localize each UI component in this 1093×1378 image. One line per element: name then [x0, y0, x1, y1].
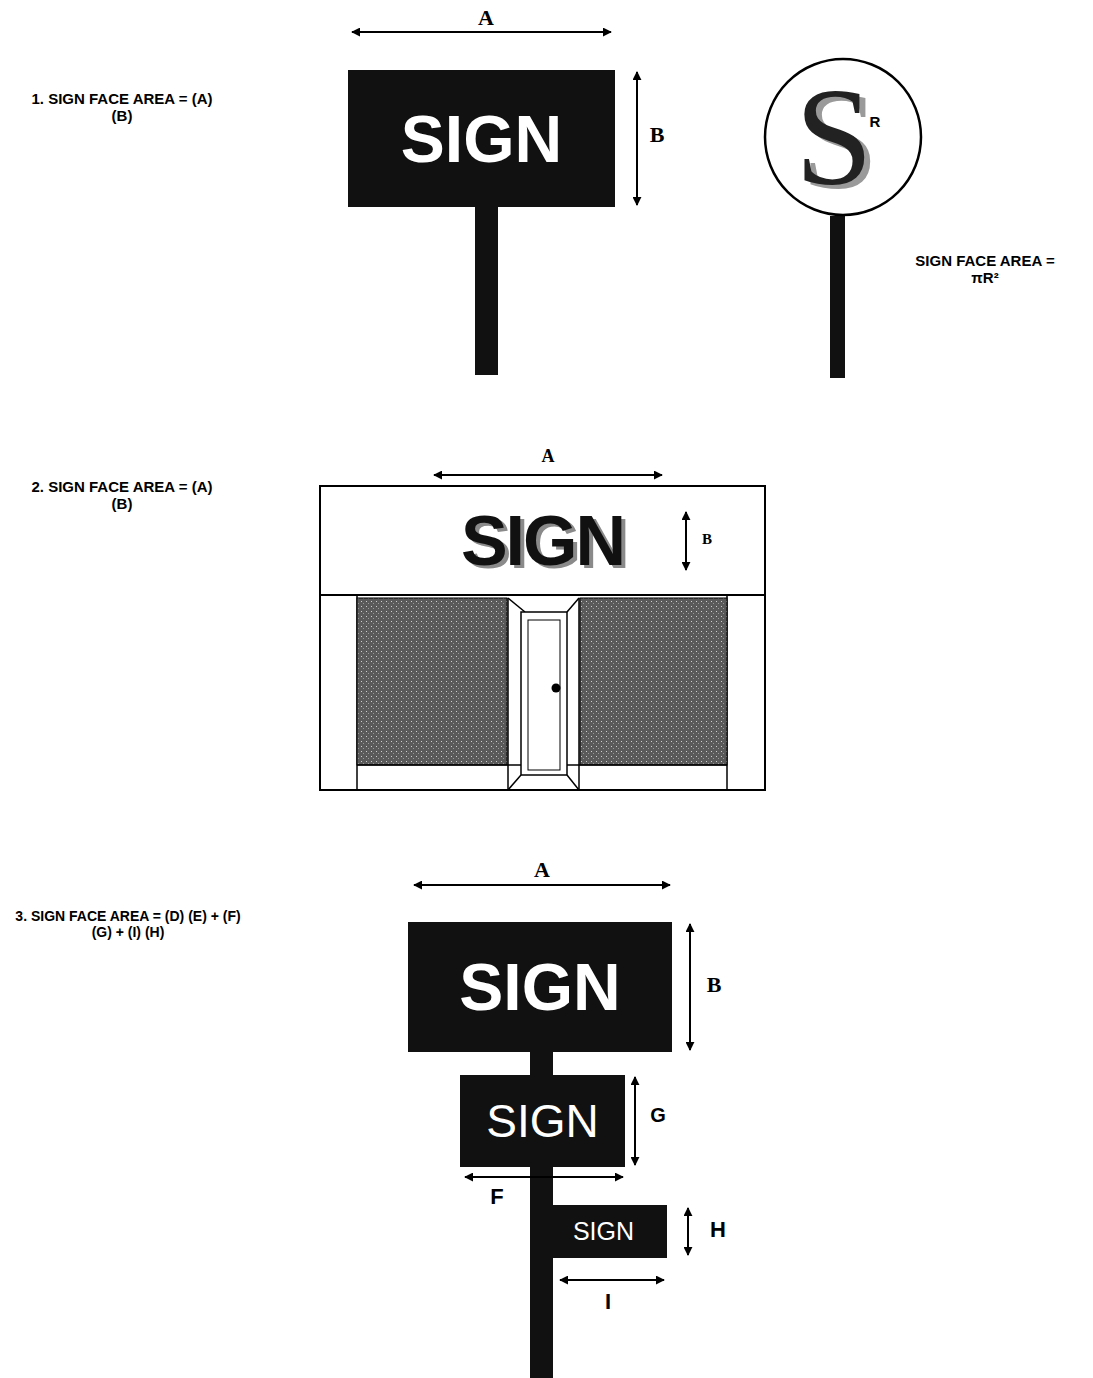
sign-text: SIGN — [461, 506, 624, 576]
sign-post — [830, 216, 845, 378]
dimension-letter: F — [485, 1184, 509, 1209]
wall-sign-band: SIGN — [320, 486, 765, 595]
sign-text: SIGN — [459, 954, 620, 1020]
sign-text: SIGN — [486, 1098, 598, 1144]
dimension-arrow — [352, 31, 611, 33]
dimension-arrow — [560, 1279, 664, 1281]
area-formula: 1. SIGN FACE AREA = (A) (B) — [22, 90, 222, 125]
sign-letter: S — [795, 67, 873, 207]
round-sign: S — [763, 57, 923, 217]
dimension-arrow — [685, 512, 687, 570]
dimension-letter: A — [536, 446, 560, 467]
sign-panel: SIGN — [540, 1205, 667, 1258]
area-formula: SIGN FACE AREA = πR² — [905, 252, 1065, 287]
sign-post — [475, 205, 498, 375]
dimension-letter: B — [702, 972, 726, 997]
dimension-arrow — [414, 884, 670, 886]
dimension-letter: A — [474, 5, 498, 30]
dimension-letter: A — [530, 857, 554, 882]
dimension-arrow — [687, 1208, 689, 1255]
dimension-arrow — [636, 72, 638, 205]
area-formula: 2. SIGN FACE AREA = (A) (B) — [22, 478, 222, 513]
dimension-arrow — [434, 474, 662, 476]
sign-panel: SIGN — [460, 1075, 625, 1167]
dimension-letter: B — [697, 531, 717, 548]
dimension-letter: I — [596, 1289, 620, 1314]
sign-panel: SIGN — [408, 922, 672, 1052]
dimension-letter: B — [645, 122, 669, 147]
dimension-arrow — [465, 1176, 623, 1178]
dimension-letter: R — [866, 113, 884, 130]
storefront — [320, 486, 765, 790]
dimension-letter: H — [706, 1217, 730, 1242]
dimension-arrow — [689, 924, 691, 1050]
sign-text: SIGN — [573, 1219, 634, 1244]
area-formula: 3. SIGN FACE AREA = (D) (E) + (F) (G) + … — [8, 908, 248, 940]
dimension-letter: G — [646, 1104, 670, 1127]
dimension-arrow — [634, 1077, 636, 1165]
sign-panel: SIGN — [348, 70, 615, 207]
sign-text: SIGN — [401, 106, 562, 172]
